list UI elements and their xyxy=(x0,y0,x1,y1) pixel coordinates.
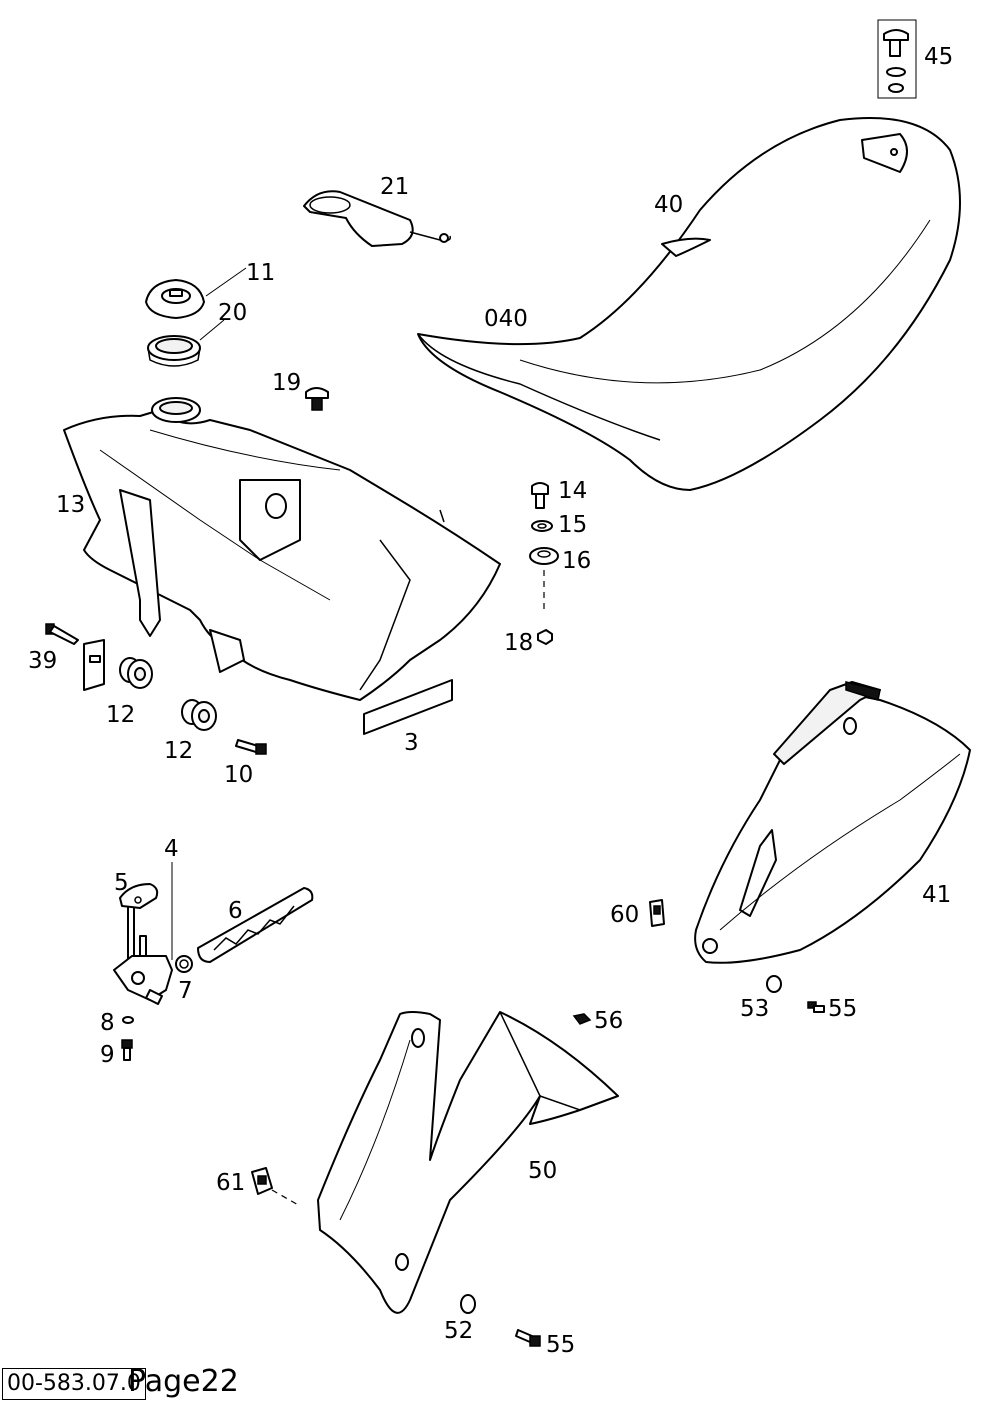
callout-10: 10 xyxy=(224,762,253,788)
callout-12-upper: 12 xyxy=(106,702,135,728)
part-040-seat[interactable] xyxy=(417,117,961,491)
part-55-screw-bottom[interactable] xyxy=(515,1329,541,1347)
callout-4: 4 xyxy=(164,836,179,862)
part-9-screw[interactable] xyxy=(121,1039,133,1061)
callout-15: 15 xyxy=(558,512,587,538)
part-20-gasket[interactable] xyxy=(147,319,225,367)
callout-5: 5 xyxy=(114,870,129,896)
part-6-hose[interactable] xyxy=(197,887,314,963)
part-13-fuel-tank[interactable] xyxy=(63,397,501,701)
part-45-screw-kit[interactable] xyxy=(877,19,917,99)
callout-40: 40 xyxy=(654,192,683,218)
part-15-washer[interactable] xyxy=(531,520,553,532)
page-number: Page22 xyxy=(128,1364,239,1399)
callout-12-lower: 12 xyxy=(164,738,193,764)
callout-7: 7 xyxy=(178,978,193,1004)
part-12-spacer-upper[interactable] xyxy=(119,657,153,689)
callout-61: 61 xyxy=(216,1170,245,1196)
callout-53: 53 xyxy=(740,996,769,1022)
callout-6: 6 xyxy=(228,898,243,924)
callout-41: 41 xyxy=(922,882,951,908)
callout-13: 13 xyxy=(56,492,85,518)
part-39-screw[interactable] xyxy=(45,623,105,691)
callout-39: 39 xyxy=(28,648,57,674)
part-10-screw[interactable] xyxy=(235,739,267,755)
part-8-washer[interactable] xyxy=(122,1016,134,1024)
part-41-side-panel[interactable] xyxy=(694,681,971,964)
callout-3: 3 xyxy=(404,730,419,756)
part-55-screw-right[interactable] xyxy=(807,1001,825,1013)
part-18-nut[interactable] xyxy=(537,629,553,645)
callout-20: 20 xyxy=(218,300,247,326)
part-19-buffer[interactable] xyxy=(305,387,329,411)
callout-52: 52 xyxy=(444,1318,473,1344)
callout-21: 21 xyxy=(380,174,409,200)
drawing-reference: 00-583.07.0 xyxy=(2,1368,146,1400)
callout-56: 56 xyxy=(594,1008,623,1034)
callout-040: 040 xyxy=(484,306,528,332)
callout-16: 16 xyxy=(562,548,591,574)
callout-60: 60 xyxy=(610,902,639,928)
part-21-strap[interactable] xyxy=(303,190,452,247)
callout-14: 14 xyxy=(558,478,587,504)
callout-55-bottom: 55 xyxy=(546,1332,575,1358)
part-12-spacer-lower[interactable] xyxy=(181,699,217,731)
callout-19: 19 xyxy=(272,370,301,396)
part-11-tank-cap[interactable] xyxy=(145,267,247,319)
callout-45: 45 xyxy=(924,44,953,70)
part-7-clip[interactable] xyxy=(175,955,193,973)
callout-11: 11 xyxy=(246,260,275,286)
part-56-screw[interactable] xyxy=(572,1013,592,1025)
part-3-pad[interactable] xyxy=(363,679,453,735)
part-14-bolt[interactable] xyxy=(531,482,549,509)
callout-55-right: 55 xyxy=(828,996,857,1022)
part-53-washer[interactable] xyxy=(766,975,782,993)
part-4-fuel-tap[interactable] xyxy=(113,862,173,1005)
part-16-rubber-washer[interactable] xyxy=(529,547,559,565)
part-52-washer[interactable] xyxy=(460,1294,476,1314)
callout-9: 9 xyxy=(100,1042,115,1068)
part-60-clip[interactable] xyxy=(649,899,665,927)
callout-8: 8 xyxy=(100,1010,115,1036)
part-5-lever[interactable] xyxy=(119,883,159,909)
callout-18: 18 xyxy=(504,630,533,656)
part-61-clip[interactable] xyxy=(251,1167,273,1195)
callout-50: 50 xyxy=(528,1158,557,1184)
part-50-side-cover[interactable] xyxy=(317,1011,619,1314)
